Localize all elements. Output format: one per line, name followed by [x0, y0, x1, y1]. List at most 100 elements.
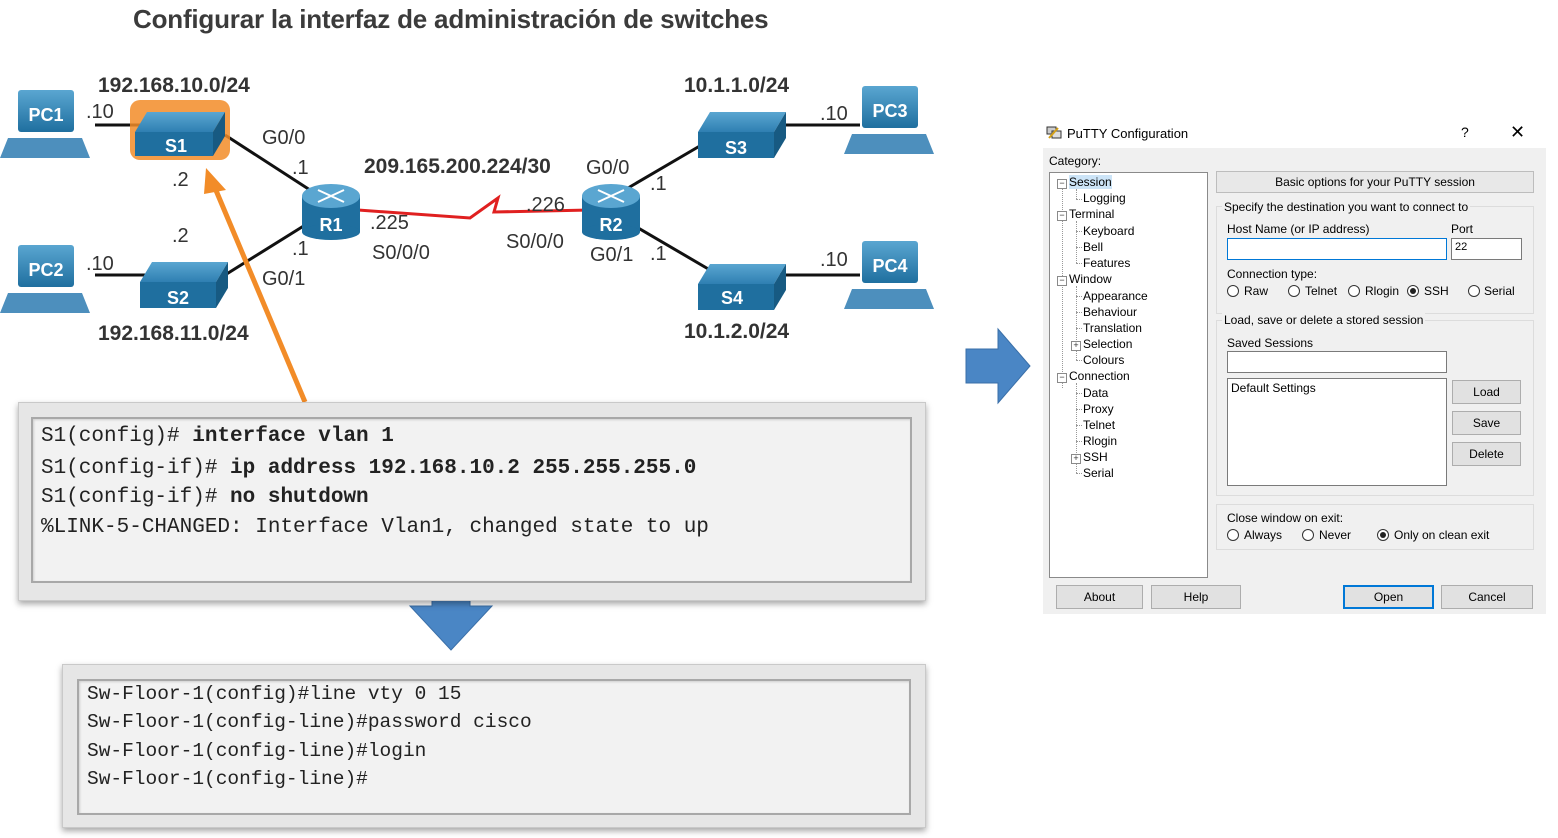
radio-never[interactable] — [1302, 529, 1314, 541]
sessions-list[interactable]: Default Settings — [1227, 378, 1447, 486]
r2-g00-ip-label: .1 — [650, 173, 667, 195]
network-label-lan3: 10.1.1.0/24 — [684, 74, 789, 97]
tree-item-session[interactable]: Session — [1069, 175, 1112, 189]
pc1-icon[interactable]: PC1 — [0, 90, 90, 158]
cli-line: S1(config-if)# no shutdown — [41, 486, 369, 509]
tree-item-features[interactable]: Features — [1083, 256, 1131, 270]
tree-item-keyboard[interactable]: Keyboard — [1083, 224, 1135, 238]
cli-output: Sw-Floor-1(config)#line vty 0 15 Sw-Floo… — [77, 679, 911, 815]
list-item[interactable]: Default Settings — [1231, 381, 1316, 395]
r1-label: R1 — [319, 215, 342, 235]
tree-item-proxy[interactable]: Proxy — [1083, 402, 1114, 416]
r1-g01-label: G0/1 — [262, 268, 305, 290]
connection-type-label: Connection type: — [1227, 267, 1318, 281]
tree-item-window[interactable]: Window — [1069, 272, 1112, 286]
expand-icon[interactable]: + — [1071, 454, 1081, 464]
expand-icon[interactable]: + — [1071, 341, 1081, 351]
tree-item-connection[interactable]: Connection — [1069, 369, 1130, 383]
radio-only-clean-exit[interactable] — [1377, 529, 1389, 541]
r1-s000-label: S0/0/0 — [372, 242, 430, 264]
radio-rlogin-label: Rlogin — [1365, 284, 1400, 298]
cli-line: Sw-Floor-1(config-line)# — [87, 768, 368, 790]
r1-g00-ip-label: .1 — [292, 157, 309, 179]
tree-item-behaviour[interactable]: Behaviour — [1083, 305, 1138, 319]
r2-g00-label: G0/0 — [586, 157, 629, 179]
r2-s000-ip-label: .226 — [526, 194, 565, 216]
pc1-host-label: .10 — [86, 101, 114, 123]
close-window-label: Close window on exit: — [1227, 511, 1344, 525]
about-button[interactable]: About — [1056, 585, 1143, 609]
close-icon[interactable]: ✕ — [1510, 122, 1526, 142]
tree-item-colours[interactable]: Colours — [1083, 353, 1125, 367]
collapse-icon[interactable]: − — [1057, 179, 1067, 189]
pc2-icon[interactable]: PC2 — [0, 245, 90, 313]
r2-router-icon[interactable]: R2 — [582, 184, 640, 240]
cli-line: Sw-Floor-1(config-line)#password cisco — [87, 711, 532, 733]
s2-label: S2 — [167, 288, 189, 308]
help-icon[interactable]: ? — [1461, 124, 1469, 140]
tree-item-bell[interactable]: Bell — [1083, 240, 1104, 254]
sessions-group-label: Load, save or delete a stored session — [1222, 313, 1426, 327]
pc4-host-label: .10 — [820, 249, 848, 271]
network-label-lan2: 192.168.11.0/24 — [98, 322, 249, 345]
link-r2-s4 — [627, 220, 711, 272]
collapse-icon[interactable]: − — [1057, 211, 1067, 221]
s4-switch-icon[interactable]: S4 — [698, 264, 786, 310]
pc4-label: PC4 — [872, 256, 907, 276]
load-button[interactable]: Load — [1452, 380, 1521, 404]
r1-g00-label: G0/0 — [262, 127, 305, 149]
radio-raw[interactable] — [1227, 285, 1239, 297]
tree-item-serial[interactable]: Serial — [1083, 466, 1114, 480]
tree-item-ssh[interactable]: SSH — [1083, 450, 1108, 464]
window-title: PuTTY Configuration — [1067, 126, 1189, 141]
radio-rlogin[interactable] — [1348, 285, 1360, 297]
tree-item-rlogin[interactable]: Rlogin — [1083, 434, 1118, 448]
radio-serial[interactable] — [1468, 285, 1480, 297]
tree-item-selection[interactable]: Selection — [1083, 337, 1133, 351]
saved-sessions-input[interactable] — [1227, 351, 1447, 373]
cli-line: S1(config-if)# ip address 192.168.10.2 2… — [41, 457, 697, 480]
host-name-input[interactable] — [1227, 238, 1447, 260]
open-button[interactable]: Open — [1343, 585, 1434, 609]
tree-item-telnet[interactable]: Telnet — [1083, 418, 1116, 432]
network-topology: PC1 PC2 PC3 PC4 S1 S2 S3 S4 — [0, 74, 1031, 651]
r1-router-icon[interactable]: R1 — [302, 184, 360, 240]
tree-item-logging[interactable]: Logging — [1083, 191, 1126, 205]
s1-switch-icon[interactable]: S1 — [130, 100, 230, 160]
radio-ssh-label: SSH — [1424, 284, 1449, 298]
r2-s000-label: S0/0/0 — [506, 231, 564, 253]
radio-always[interactable] — [1227, 529, 1239, 541]
tree-item-data[interactable]: Data — [1083, 386, 1109, 400]
s2-switch-icon[interactable]: S2 — [140, 262, 228, 308]
pc4-icon[interactable]: PC4 — [844, 241, 934, 309]
delete-button[interactable]: Delete — [1452, 442, 1521, 466]
s3-switch-icon[interactable]: S3 — [698, 112, 786, 158]
r2-label: R2 — [599, 215, 622, 235]
s1-host-label: .2 — [172, 169, 189, 191]
tree-item-appearance[interactable]: Appearance — [1083, 289, 1148, 303]
tree-item-translation[interactable]: Translation — [1083, 321, 1142, 335]
title-bar[interactable]: PuTTY Configuration ? ✕ — [1043, 118, 1546, 148]
collapse-icon[interactable]: − — [1057, 373, 1067, 383]
port-label: Port — [1451, 222, 1474, 236]
radio-telnet[interactable] — [1288, 285, 1300, 297]
pc3-icon[interactable]: PC3 — [844, 86, 934, 154]
putty-config-window: PuTTY Configuration ? ✕ Category: − Sess… — [1043, 118, 1546, 614]
save-button[interactable]: Save — [1452, 411, 1521, 435]
r1-s000-ip-label: .225 — [370, 212, 409, 234]
destination-label: Specify the destination you want to conn… — [1222, 200, 1471, 214]
radio-telnet-label: Telnet — [1305, 284, 1338, 298]
cancel-button[interactable]: Cancel — [1441, 585, 1533, 609]
collapse-icon[interactable]: − — [1057, 276, 1067, 286]
category-tree[interactable]: − Session Logging − Terminal Keyboard Be… — [1049, 172, 1208, 578]
port-input[interactable]: 22 — [1451, 238, 1522, 260]
pc2-label: PC2 — [28, 260, 63, 280]
cli-line: %LINK-5-CHANGED: Interface Vlan1, change… — [41, 516, 709, 539]
r2-g01-label: G0/1 — [590, 244, 633, 266]
link-r2-s3 — [627, 138, 711, 190]
radio-ssh[interactable] — [1407, 285, 1419, 297]
radio-never-label: Never — [1319, 528, 1352, 542]
host-label: Host Name (or IP address) — [1227, 222, 1370, 236]
help-button[interactable]: Help — [1151, 585, 1241, 609]
tree-item-terminal[interactable]: Terminal — [1069, 207, 1115, 221]
